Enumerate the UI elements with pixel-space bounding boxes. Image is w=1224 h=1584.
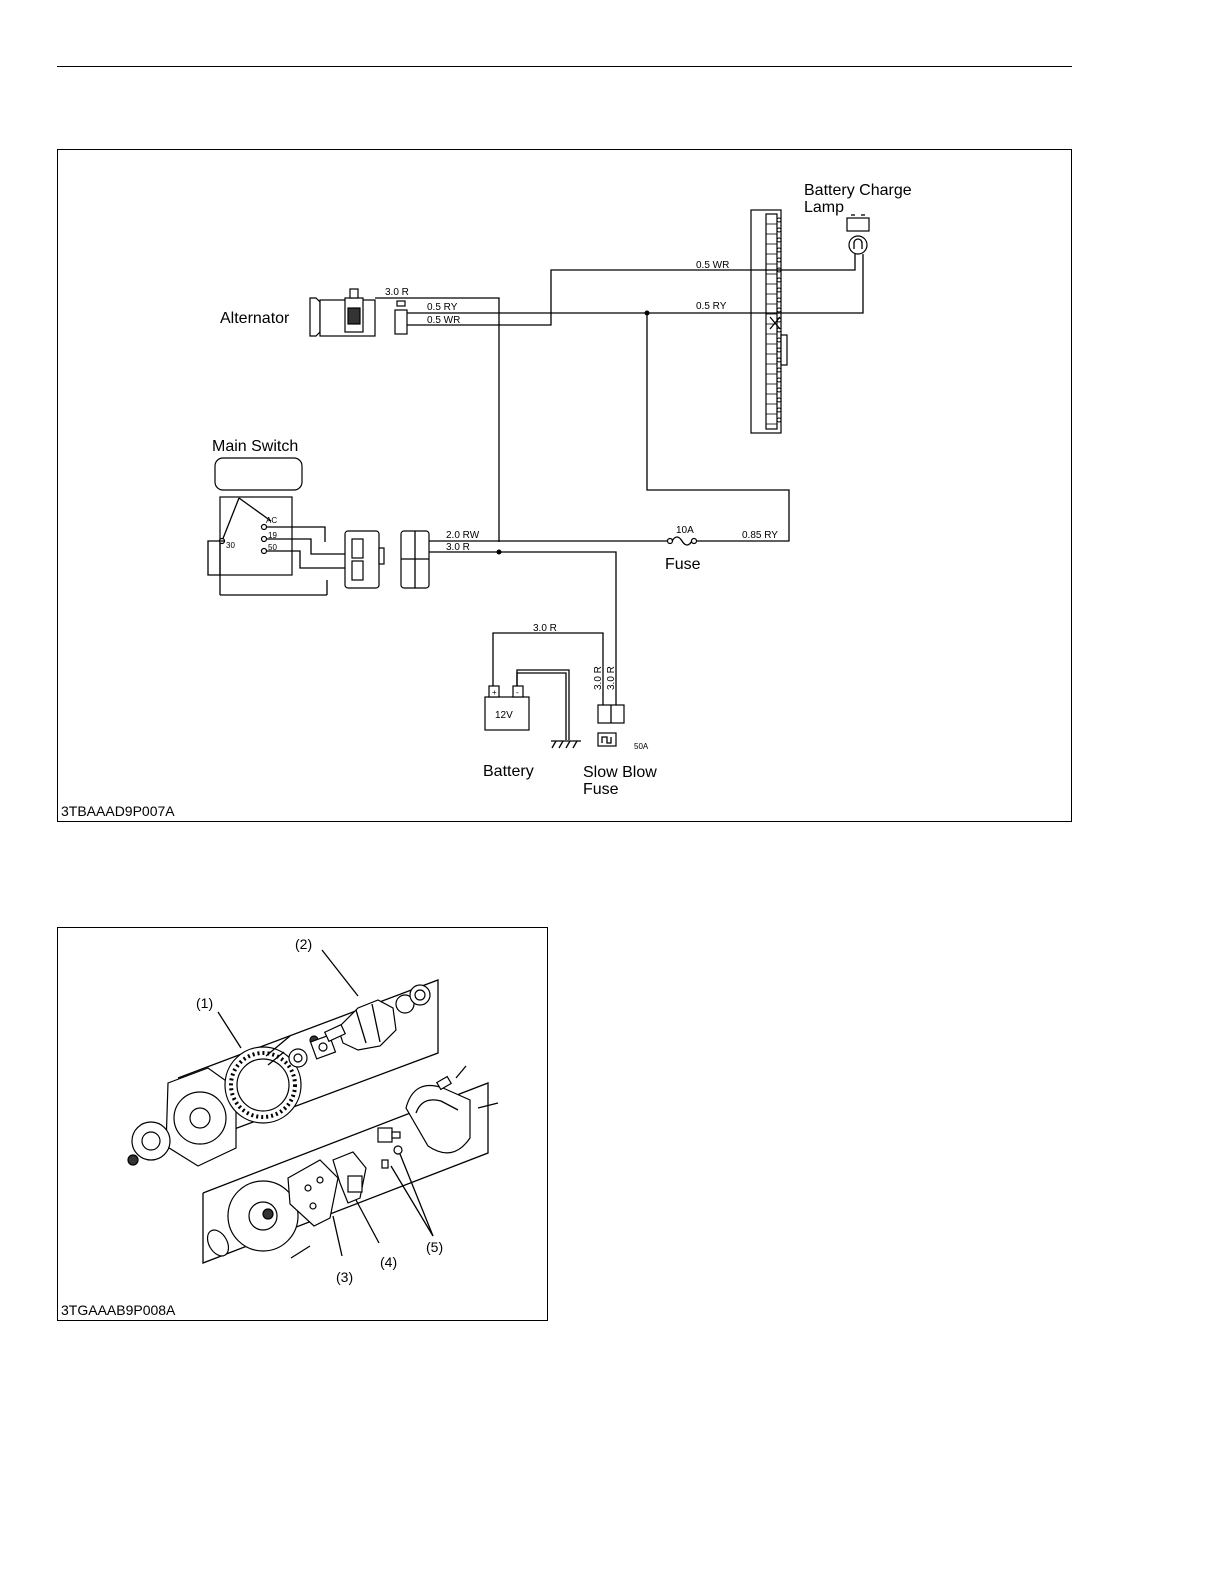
battery-charge-lamp-label-1: Battery Charge bbox=[804, 182, 912, 199]
wire-label-sbf-r2: 3.0 R bbox=[606, 666, 617, 690]
meter-pin bbox=[777, 258, 781, 262]
charging-circuit-diagram: Battery Charge Lamp 0.5 WR 0.5 RY Altern… bbox=[57, 149, 1072, 822]
meter-pin bbox=[777, 378, 781, 382]
exploded-view-svg: (1) (2) (3) (4) (5) bbox=[58, 928, 549, 1322]
brush-holder-icon bbox=[378, 1128, 402, 1168]
meter-pin bbox=[777, 298, 781, 302]
leader-2 bbox=[322, 950, 358, 996]
battery-charge-lamp-icon bbox=[847, 215, 869, 254]
meter-pin bbox=[777, 228, 781, 232]
wire-label-lamp-wr: 0.5 WR bbox=[696, 260, 729, 271]
alternator-label: Alternator bbox=[220, 310, 290, 327]
meter-pin bbox=[777, 308, 781, 312]
meter-pin bbox=[777, 288, 781, 292]
wire-label-alt-b: 3.0 R bbox=[385, 287, 409, 298]
rear-cover-icon bbox=[406, 1077, 470, 1153]
wire-label-sw-rw: 2.0 RW bbox=[446, 530, 480, 541]
fuse-rating: 10A bbox=[676, 525, 694, 536]
junction-main bbox=[497, 550, 502, 555]
battery-voltage: 12V bbox=[495, 710, 513, 721]
rotor-icon bbox=[325, 985, 430, 1050]
wire-label-fuse-ry: 0.85 RY bbox=[742, 530, 778, 541]
alternator-exploded-view: (1) (2) (3) (4) (5) 3TGAAAB9P008A bbox=[57, 927, 548, 1321]
callout-3: (3) bbox=[336, 1269, 353, 1285]
wire-sw-r bbox=[429, 552, 616, 693]
meter-pin bbox=[777, 238, 781, 242]
leader-5b bbox=[400, 1154, 433, 1236]
meter-pin bbox=[777, 278, 781, 282]
leader-4 bbox=[356, 1200, 379, 1243]
slow-blow-fuse-icon bbox=[598, 705, 624, 746]
battery-charge-lamp-label-2: Lamp bbox=[804, 199, 844, 216]
slow-blow-fuse-label-2: Fuse bbox=[583, 781, 619, 798]
leader-3 bbox=[333, 1216, 342, 1256]
meter-pin bbox=[777, 388, 781, 392]
drive-end-frame-icon bbox=[128, 1068, 236, 1166]
exploded-figure-code: 3TGAAAB9P008A bbox=[61, 1302, 175, 1318]
callout-4: (4) bbox=[380, 1254, 397, 1270]
callout-2: (2) bbox=[295, 936, 312, 952]
callout-1: (1) bbox=[196, 995, 213, 1011]
meter-panel-connector bbox=[751, 210, 787, 433]
fuse-label: Fuse bbox=[665, 556, 701, 573]
slow-blow-fuse-label-1: Slow Blow bbox=[583, 764, 657, 781]
meter-pin bbox=[777, 248, 781, 252]
ground-icon bbox=[551, 741, 581, 748]
wire-label-alt-wr: 0.5 WR bbox=[427, 315, 460, 326]
wiring-diagram-svg: Battery Charge Lamp 0.5 WR 0.5 RY Altern… bbox=[58, 150, 1073, 823]
main-switch-label: Main Switch bbox=[212, 438, 298, 455]
wire-label-sw-r: 3.0 R bbox=[446, 542, 470, 553]
meter-pin bbox=[777, 398, 781, 402]
callout-5: (5) bbox=[426, 1239, 443, 1255]
slow-blow-rating: 50A bbox=[634, 742, 649, 751]
switch-terminal-30: 30 bbox=[226, 541, 235, 550]
battery-label: Battery bbox=[483, 763, 534, 780]
wire-label-sbf-r1: 3.0 R bbox=[593, 666, 604, 690]
switch-connector-male bbox=[345, 531, 384, 588]
wire-alt-b bbox=[375, 298, 499, 542]
fuse-icon bbox=[668, 537, 727, 545]
wire-batt-pos bbox=[493, 633, 603, 705]
switch-connector-female bbox=[401, 531, 429, 588]
meter-pin bbox=[777, 218, 781, 222]
rear-frame-icon bbox=[203, 1181, 298, 1260]
wire-label-alt-ry: 0.5 RY bbox=[427, 302, 458, 313]
battery-terminal-pos: + bbox=[492, 688, 497, 697]
regulator-icon bbox=[333, 1152, 366, 1203]
wire-label-batt-r: 3.0 R bbox=[533, 623, 557, 634]
wire-label-lamp-ry: 0.5 RY bbox=[696, 301, 727, 312]
leader-1 bbox=[218, 1012, 241, 1048]
meter-pin bbox=[777, 418, 781, 422]
meter-pin bbox=[777, 408, 781, 412]
wire-lamp-ry bbox=[781, 254, 863, 313]
wiring-figure-code: 3TBAAAD9P007A bbox=[61, 803, 175, 819]
meter-pin bbox=[777, 368, 781, 372]
switch-terminal-ac: AC bbox=[266, 516, 277, 525]
battery-terminal-neg: - bbox=[516, 688, 519, 697]
header-rule bbox=[57, 66, 1072, 67]
